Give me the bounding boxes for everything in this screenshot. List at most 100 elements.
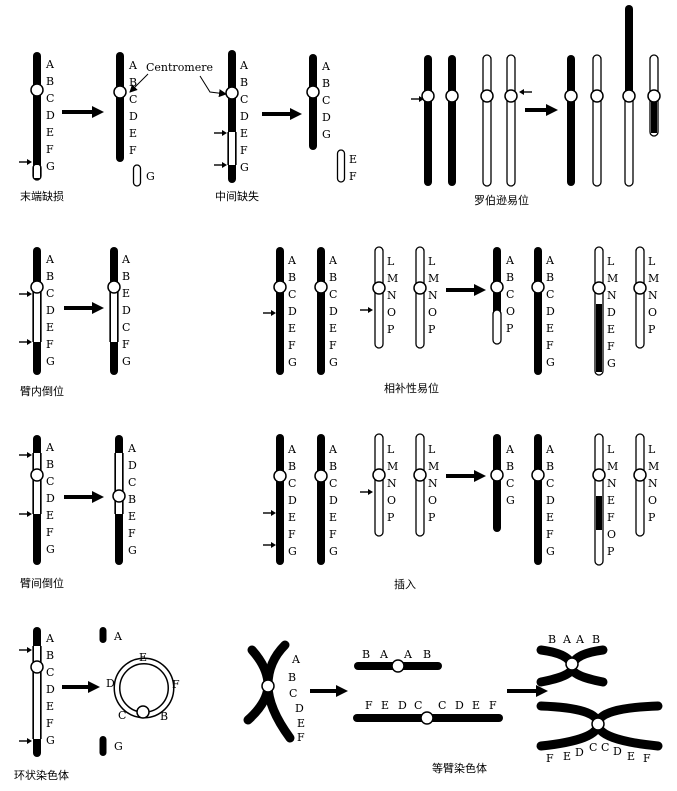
ins-rod1-gene-C-2: C [288, 477, 296, 490]
iso-long-gene-1: E [381, 699, 389, 712]
ring-gene-F: F [172, 678, 180, 691]
peri-after-gene-B-3: B [128, 493, 136, 506]
iso-long-gene-5: D [455, 699, 464, 712]
peri-after-gene-D-1: D [128, 459, 137, 472]
recip-rod1-gene-E-4: E [288, 322, 296, 335]
ins-after-centromere-3 [592, 468, 606, 482]
caption-insertion: 插入 [394, 577, 416, 591]
ins-arrow-head [474, 470, 486, 482]
para-after-centromere [107, 280, 121, 294]
recip-after-d-gene-P-4: P [648, 323, 656, 336]
iso-short-centromere [391, 659, 405, 673]
iso-arrow-1-head [336, 685, 348, 697]
inter-before-gene-D-3: D [240, 110, 249, 123]
ins-centromere-3 [372, 468, 386, 482]
recip-after-a-gene-C-2: C [506, 288, 514, 301]
iso-tr-gene-0: B [548, 633, 556, 646]
recip-break-arrow-2-head [368, 307, 373, 313]
ins-after-b-gene-C-2: C [546, 477, 554, 490]
ins-after-c-gene-L-0: L [607, 443, 615, 456]
ring-gene-C: C [118, 709, 126, 722]
recip-rod-1 [276, 247, 284, 375]
peri-after-centromere [112, 489, 126, 503]
ring-before-gene-F-5: F [46, 717, 54, 730]
inter-fragment-rod [336, 149, 346, 183]
para-after-gene-A-0: A [121, 253, 131, 266]
inter-after-gene-G-4: G [322, 128, 331, 141]
centromere-label: Centromere [146, 61, 213, 74]
iso-br-gene-2: D [575, 746, 584, 759]
recip-rod4-gene-L-0: L [428, 255, 436, 268]
ins-after-d-gene-M-1: M [648, 460, 659, 473]
peri-after-gene-A-0: A [127, 442, 137, 455]
iso-long-gene-0: F [365, 699, 373, 712]
rob-rod-4 [506, 54, 516, 187]
recip-rod4-gene-N-2: N [428, 289, 438, 302]
iso-br-left [536, 701, 603, 751]
peri-before-gene-B-1: B [46, 458, 54, 471]
rob-break-arrow-1-head [419, 96, 424, 102]
inter-before-gene-E-4: E [240, 127, 248, 140]
recip-arrow-head [474, 284, 486, 296]
recip-after-a-gene-A-0: A [505, 254, 515, 267]
para-after-white [111, 289, 117, 342]
peri-before-gene-A-0: A [45, 441, 55, 454]
ring-before-gene-C-2: C [46, 666, 54, 679]
recip-rod2-gene-E-4: E [329, 322, 337, 335]
ring-break-arrow-1-head [27, 647, 32, 653]
term-after-gene-D-3: D [129, 110, 138, 123]
iso-long-gene-6: E [472, 699, 480, 712]
ins-after-d-gene-O-3: O [648, 494, 657, 507]
peri-after-gene-G-6: G [128, 544, 137, 557]
ins-rod-2 [317, 434, 325, 565]
iso-arrow-2-head [536, 685, 548, 697]
iso-tr-centromere [565, 657, 579, 671]
inter-after-gene-C-2: C [322, 94, 330, 107]
term-before-outline [32, 163, 42, 181]
peri-after-gene-F-5: F [128, 527, 136, 540]
para-before-gene-E-4: E [46, 321, 54, 334]
recip-rod3-gene-M-1: M [387, 272, 398, 285]
para-after-gene-D-3: D [122, 304, 131, 317]
para-before-gene-C-2: C [46, 287, 54, 300]
centromere-pointer-1 [129, 73, 149, 93]
recip-after-d-gene-O-3: O [648, 306, 657, 319]
inter-before-gene-F-5: F [240, 144, 248, 157]
iso-long-centromere [420, 711, 434, 725]
ins-after-rod-2 [534, 434, 542, 565]
centromere-pointer-2 [199, 75, 227, 98]
recip-rod2-gene-C-2: C [329, 288, 337, 301]
ins-after-c-gene-M-1: M [607, 460, 618, 473]
ring-centromere [136, 705, 150, 719]
ins-rod2-gene-D-3: D [329, 494, 338, 507]
recip-after-rod-1-white [492, 309, 502, 345]
iso-short-gene-2: A [403, 648, 413, 661]
rob-after-rod-3-white [624, 89, 634, 187]
term-fragment-gene: G [146, 170, 155, 183]
term-after-centromere [113, 85, 127, 99]
recip-after-c-gene-F-5: F [607, 340, 615, 353]
ins-rod-3 [374, 433, 384, 537]
ins-after-a-gene-A-0: A [505, 443, 515, 456]
ins-after-b-gene-F-5: F [546, 528, 554, 541]
term-fragment-rod [132, 164, 142, 187]
recip-rod1-gene-F-5: F [288, 339, 296, 352]
term-before-gene-A-0: A [45, 58, 55, 71]
iso-x-gene-A: A [291, 653, 301, 666]
recip-after-b-gene-G-6: G [546, 356, 555, 369]
recip-rod4-gene-P-4: P [428, 323, 436, 336]
ring-fragment-a-gene: A [113, 630, 123, 643]
rob-centromere-2 [445, 89, 459, 103]
ins-rod2-gene-E-4: E [329, 511, 337, 524]
para-after-gene-C-4: C [122, 321, 130, 334]
recip-after-c-gene-M-1: M [607, 272, 618, 285]
recip-rod1-gene-G-6: G [288, 356, 297, 369]
recip-after-b-gene-B-1: B [546, 271, 554, 284]
ring-gene-B: B [160, 710, 168, 723]
ins-centromere-1 [273, 469, 287, 483]
recip-after-c-gene-L-0: L [607, 255, 615, 268]
rob-arrow-head [546, 104, 558, 116]
ins-rod4-gene-L-0: L [428, 443, 436, 456]
inter-before-gene-G-6: G [240, 161, 249, 174]
term-before-gene-C-2: C [46, 92, 54, 105]
